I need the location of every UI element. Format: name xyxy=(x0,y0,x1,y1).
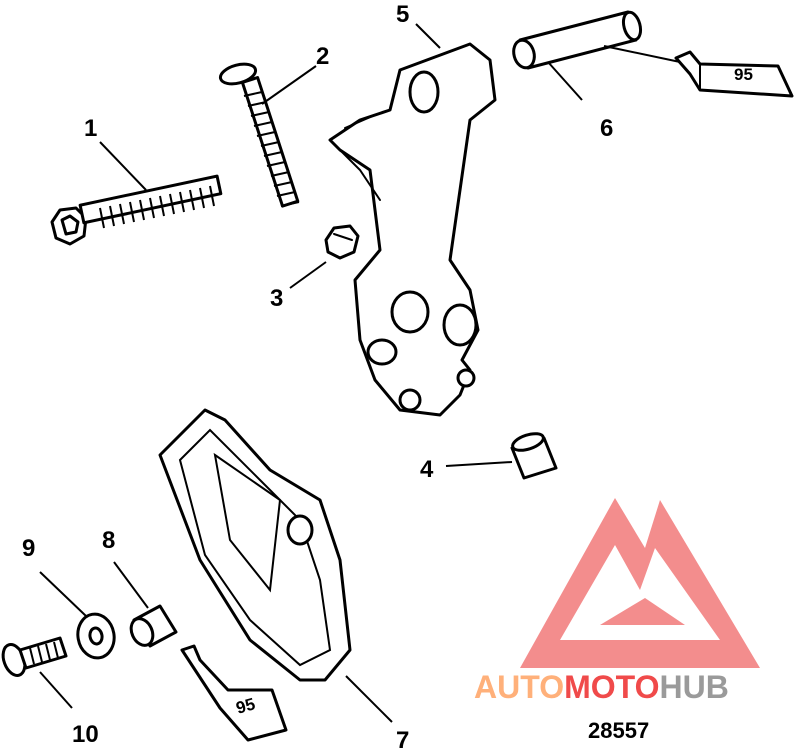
washer-9 xyxy=(76,612,116,660)
cover-7 xyxy=(158,408,352,682)
callout-1: 1 xyxy=(84,115,97,142)
watermark-text: AUTOMOTOHUB xyxy=(474,669,729,705)
watermark-word-moto: MOTO xyxy=(564,669,659,705)
callout-4: 4 xyxy=(420,456,434,483)
bracket-5 xyxy=(328,42,497,417)
watermark-word-auto: AUTO xyxy=(474,669,564,705)
callout-2: 2 xyxy=(316,43,329,70)
pin-6 xyxy=(512,10,643,70)
sealant-tube-top xyxy=(674,50,794,98)
figure-number: 28557 xyxy=(588,718,649,743)
sleeve-8 xyxy=(129,604,178,648)
screw-10 xyxy=(1,636,68,677)
watermark-word-hub: HUB xyxy=(659,669,728,705)
callout-6: 6 xyxy=(600,115,613,142)
callout-8: 8 xyxy=(102,527,115,554)
callout-10: 10 xyxy=(72,721,99,748)
leader-lines xyxy=(39,23,681,723)
bolt-1 xyxy=(50,174,223,246)
tube-label-top: 95 xyxy=(734,65,753,84)
sealant-tube-bottom xyxy=(180,644,288,742)
bushing-4 xyxy=(510,432,558,480)
callout-5: 5 xyxy=(396,1,409,28)
nut-3 xyxy=(324,224,360,260)
callout-3: 3 xyxy=(270,285,283,312)
screw-2 xyxy=(218,62,300,208)
watermark-logo xyxy=(520,498,760,668)
tube-label-bottom: 95 xyxy=(234,694,257,717)
callout-7: 7 xyxy=(396,727,409,751)
callout-9: 9 xyxy=(22,535,35,562)
